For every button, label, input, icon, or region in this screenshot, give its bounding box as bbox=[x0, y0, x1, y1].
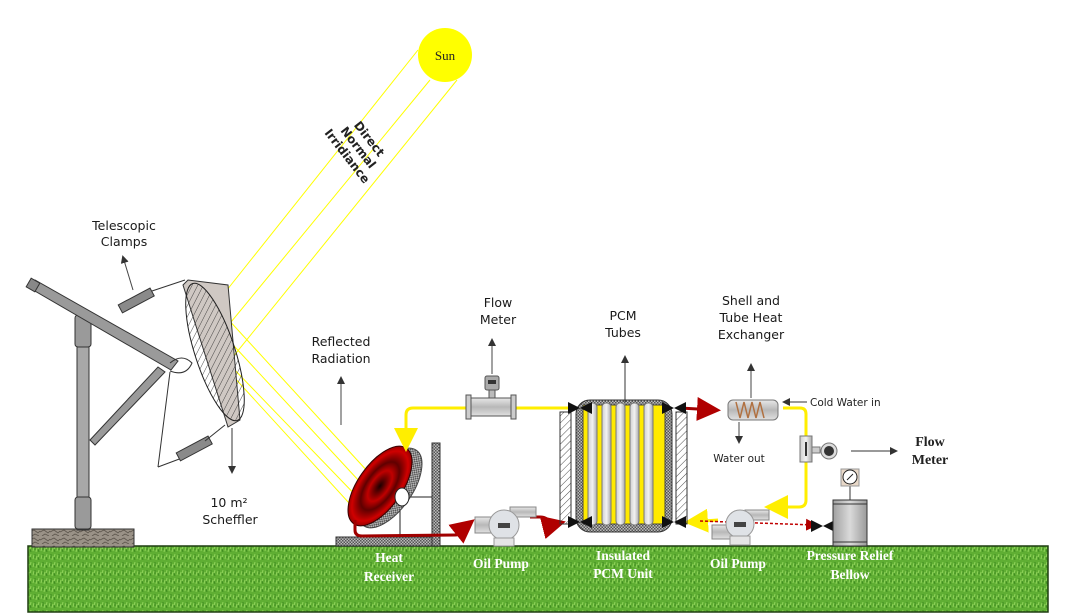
oil-pump-1 bbox=[474, 506, 537, 547]
sun: Sun bbox=[418, 28, 472, 82]
reflected-rays bbox=[214, 304, 381, 516]
svg-text:Telescopic: Telescopic bbox=[91, 218, 156, 233]
scheffler-dish bbox=[182, 279, 245, 474]
heat-exchanger bbox=[727, 363, 807, 444]
oil-pump-2-label: Oil Pump bbox=[710, 556, 766, 571]
relief-line bbox=[699, 518, 818, 531]
svg-text:PCM: PCM bbox=[609, 308, 636, 323]
ground bbox=[27, 545, 1049, 613]
flow-meter-2-label: Flow Meter bbox=[912, 435, 949, 468]
flow-meter-1 bbox=[465, 338, 517, 420]
heat-receiver bbox=[335, 442, 441, 547]
svg-text:Clamps: Clamps bbox=[101, 234, 147, 249]
svg-text:Exchanger: Exchanger bbox=[718, 327, 785, 342]
cold-water-label: Cold Water in bbox=[810, 397, 881, 409]
heat-receiver-label: Heat bbox=[375, 550, 403, 565]
svg-text:Flow: Flow bbox=[915, 435, 945, 450]
clamps-label: Telescopic Clamps bbox=[91, 218, 156, 249]
stand-base bbox=[31, 528, 135, 548]
pressure-relief-label: Pressure Relief bbox=[807, 548, 894, 563]
telescopic-clamps bbox=[117, 255, 226, 462]
pcm-tubes-label: PCM Tubes bbox=[604, 308, 641, 340]
svg-text:Meter: Meter bbox=[912, 453, 949, 468]
hx-label: Shell and Tube Heat Exchanger bbox=[718, 293, 785, 342]
oil-pump-1-label: Oil Pump bbox=[473, 556, 529, 571]
svg-text:Receiver: Receiver bbox=[364, 569, 414, 584]
svg-text:Radiation: Radiation bbox=[311, 351, 370, 366]
reflected-radiation-label: Reflected Radiation bbox=[311, 334, 371, 425]
svg-text:Meter: Meter bbox=[480, 312, 517, 327]
flow-meter-2 bbox=[799, 435, 898, 463]
dni-label: Direct Normal Irridiance bbox=[322, 118, 388, 186]
oil-pump-2 bbox=[711, 509, 770, 546]
pcm-unit bbox=[559, 355, 835, 533]
sun-label: Sun bbox=[435, 48, 456, 63]
svg-text:Scheffler: Scheffler bbox=[202, 512, 258, 527]
scheffler-label: 10 m² Scheffler bbox=[202, 495, 258, 527]
flow-meter-1-label: Flow Meter bbox=[480, 295, 517, 327]
svg-text:Shell and: Shell and bbox=[722, 293, 780, 308]
scheffler-stand bbox=[25, 277, 193, 548]
valves bbox=[568, 402, 835, 532]
pcm-unit-label: Insulated bbox=[596, 548, 651, 563]
pressure-relief-bellow bbox=[832, 468, 868, 547]
svg-text:Reflected: Reflected bbox=[312, 334, 371, 349]
svg-text:PCM Unit: PCM Unit bbox=[593, 566, 653, 581]
svg-text:Tube Heat: Tube Heat bbox=[719, 310, 783, 325]
pcm-tubes bbox=[587, 402, 654, 526]
water-out-label: Water out bbox=[713, 453, 765, 465]
svg-text:Tubes: Tubes bbox=[604, 325, 641, 340]
svg-text:Flow: Flow bbox=[484, 295, 513, 310]
direct-rays bbox=[214, 49, 458, 364]
ground-labels: Heat Receiver Oil Pump Insulated PCM Uni… bbox=[364, 548, 894, 584]
svg-text:Bellow: Bellow bbox=[831, 567, 870, 582]
svg-text:10 m²: 10 m² bbox=[210, 495, 247, 510]
